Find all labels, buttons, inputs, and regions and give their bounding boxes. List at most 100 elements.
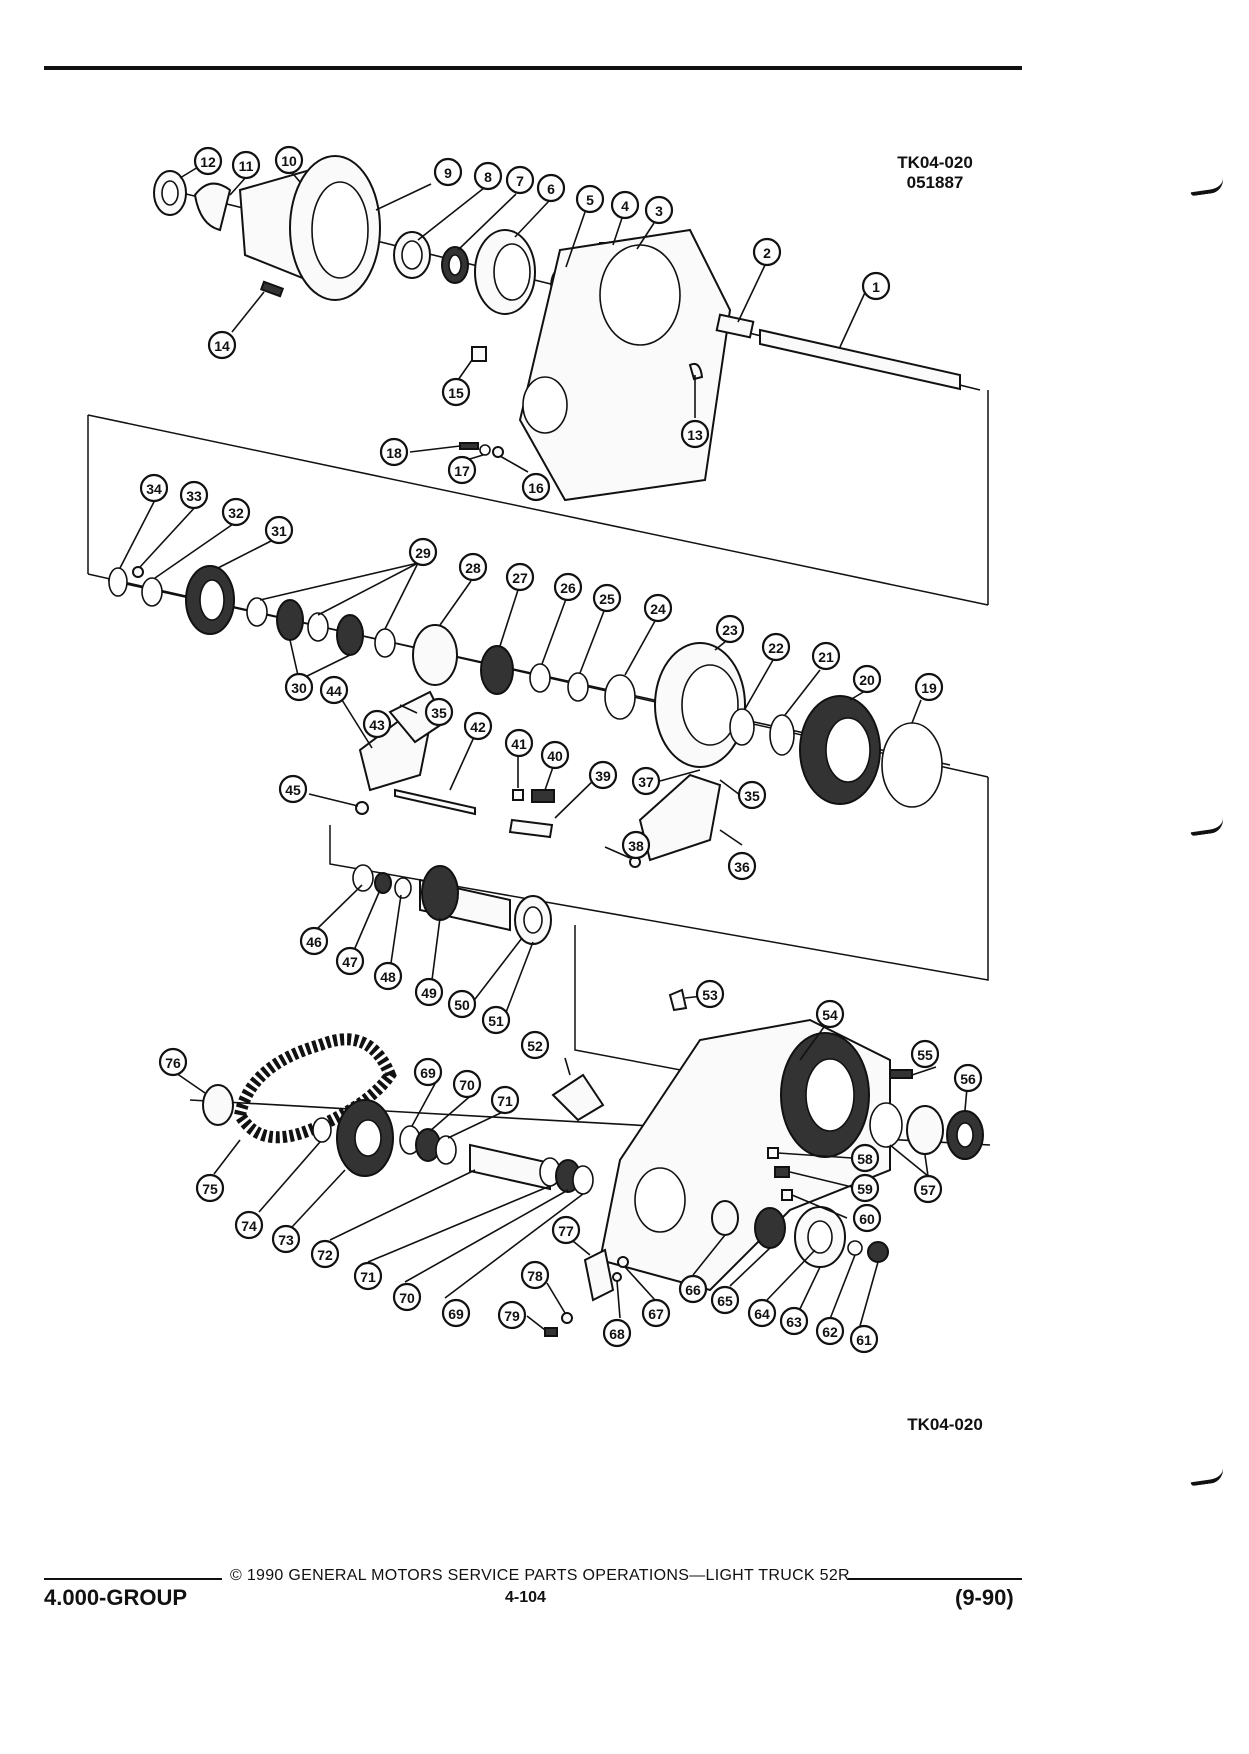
callout-number: 30: [291, 680, 307, 696]
callout-30: 30: [284, 672, 314, 702]
part-9-housing-bore: [311, 181, 369, 279]
callout-78: 78: [520, 1260, 550, 1290]
callout-28: 28: [458, 552, 488, 582]
callout-circle: [602, 1318, 632, 1348]
callout-circle: [490, 1085, 520, 1115]
part-14-bolt: [259, 280, 285, 298]
callout-number: 47: [342, 954, 358, 970]
callout-number: 73: [278, 1232, 294, 1248]
callout-circle: [284, 672, 314, 702]
part-73-sprocket-hub: [354, 1119, 382, 1157]
callout-number: 61: [856, 1332, 872, 1348]
part-16-nut: [492, 446, 504, 458]
callout-number: 55: [917, 1047, 933, 1063]
callout-circle: [408, 537, 438, 567]
callout-circle: [441, 1298, 471, 1328]
callout-circle: [319, 675, 349, 705]
callout-number: 33: [186, 488, 202, 504]
callout-layer: 1234567891011121314151617181920212223242…: [139, 145, 983, 1354]
callout-circle: [643, 593, 673, 623]
callout-circle: [392, 1282, 422, 1312]
callout-number: 74: [241, 1218, 257, 1234]
callout-64: 64: [747, 1298, 777, 1328]
callout-circle: [811, 641, 841, 671]
part-42-shift-rail: [394, 788, 476, 816]
callout-circle: [815, 1316, 845, 1346]
part-62-washer: [847, 1240, 863, 1256]
callout-number: 64: [754, 1306, 770, 1322]
callout-circle: [452, 1069, 482, 1099]
callout-circle: [353, 1261, 383, 1291]
callout-71: 71: [353, 1261, 383, 1291]
callout-number: 44: [326, 683, 342, 699]
callout-circle: [727, 851, 757, 881]
callout-circle: [521, 472, 551, 502]
part-64-flange-hub: [807, 1220, 833, 1254]
part-15-plug: [471, 346, 487, 362]
callout-number: 23: [722, 622, 738, 638]
part-58-plug: [767, 1147, 779, 1159]
callout-number: 60: [859, 1211, 875, 1227]
callout-43: 43: [362, 709, 392, 739]
callout-circle: [310, 1239, 340, 1269]
callout-number: 8: [484, 169, 492, 185]
callout-number: 66: [685, 1282, 701, 1298]
callout-57: 57: [913, 1174, 943, 1204]
callout-35: 35: [737, 780, 767, 810]
callout-number: 71: [497, 1093, 513, 1109]
callout-number: 46: [306, 934, 322, 950]
callout-13: 13: [680, 419, 710, 449]
part-39-detent-plate: [508, 818, 554, 839]
callout-circle: [441, 377, 471, 407]
callout-50: 50: [447, 989, 477, 1019]
callout-44: 44: [319, 675, 349, 705]
callout-number: 1: [872, 279, 880, 295]
callout-15: 15: [441, 377, 471, 407]
callout-circle: [234, 1210, 264, 1240]
part-29-thrust-washer-b: [307, 612, 329, 642]
part-57-bearing-a: [869, 1102, 903, 1148]
callout-number: 10: [281, 153, 297, 169]
part-45-pin: [355, 801, 369, 815]
callout-circle: [850, 1143, 880, 1173]
callout-number: 69: [420, 1065, 436, 1081]
callout-circle: [447, 989, 477, 1019]
callout-number: 50: [454, 997, 470, 1013]
part-69-ring-b: [572, 1165, 594, 1195]
callout-19: 19: [914, 672, 944, 702]
callout-circle: [207, 330, 237, 360]
callout-number: 34: [146, 481, 162, 497]
part-33-ball: [132, 566, 144, 578]
callout-circle: [850, 1173, 880, 1203]
callout-29: 29: [408, 537, 438, 567]
callout-circle: [473, 161, 503, 191]
callout-11: 11: [231, 150, 261, 180]
callout-number: 49: [421, 985, 437, 1001]
callout-8: 8: [473, 161, 503, 191]
callout-circle: [710, 1285, 740, 1315]
callout-22: 22: [761, 632, 791, 662]
part-59-spring: [774, 1166, 790, 1178]
callout-number: 72: [317, 1247, 333, 1263]
part-54-case-bore-inner: [805, 1058, 855, 1132]
callout-number: 68: [609, 1326, 625, 1342]
callout-number: 36: [734, 859, 750, 875]
part-3-case-lower-bore: [522, 376, 568, 434]
callout-72: 72: [310, 1239, 340, 1269]
callout-circle: [413, 1057, 443, 1087]
callout-circle: [231, 150, 261, 180]
callout-47: 47: [335, 946, 365, 976]
part-53-breather: [668, 988, 688, 1012]
callout-circle: [761, 632, 791, 662]
callout-number: 35: [744, 788, 760, 804]
callout-59: 59: [850, 1173, 880, 1203]
callout-36: 36: [727, 851, 757, 881]
part-25-ring: [567, 672, 589, 702]
callout-circle: [551, 1215, 581, 1245]
footer-page-number: 4-104: [505, 1589, 546, 1606]
callout-63: 63: [779, 1306, 809, 1336]
callout-circle: [695, 979, 725, 1009]
callout-55: 55: [910, 1039, 940, 1069]
callout-3: 3: [644, 195, 674, 225]
callout-circle: [433, 157, 463, 187]
